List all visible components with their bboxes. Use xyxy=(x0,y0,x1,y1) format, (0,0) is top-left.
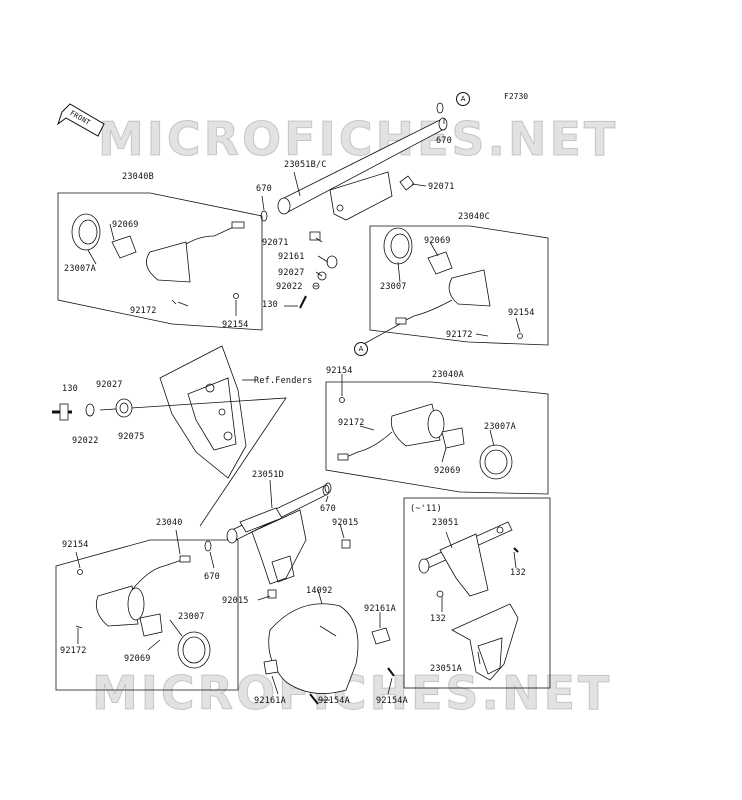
label-92069: 92069 xyxy=(434,466,461,476)
label-23007: 23007 xyxy=(380,282,407,292)
label-92154a: 92154A xyxy=(376,696,408,706)
label-92027: 92027 xyxy=(278,268,305,278)
label-92172: 92172 xyxy=(130,306,157,316)
label-92172: 92172 xyxy=(446,330,473,340)
label-23007a: 23007A xyxy=(64,264,96,274)
label-92015: 92015 xyxy=(332,518,359,528)
label-92161: 92161 xyxy=(278,252,305,262)
front-bracket-assembly xyxy=(277,117,448,221)
label-670: 670 xyxy=(436,136,452,146)
group-box-23040a xyxy=(325,381,549,495)
label-92172: 92172 xyxy=(338,418,365,428)
label-92071: 92071 xyxy=(428,182,455,192)
label-ref-fenders: Ref.Fenders xyxy=(254,376,313,386)
label-23007: 23007 xyxy=(178,612,205,622)
label-23051a: 23051A xyxy=(430,664,462,674)
label-92069: 92069 xyxy=(112,220,139,230)
label-92154a: 92154A xyxy=(318,696,350,706)
ref-marker-top: A xyxy=(456,92,470,106)
label-23040c: 23040C xyxy=(458,212,490,222)
group-box-23040b xyxy=(57,192,263,331)
label-132: 132 xyxy=(430,614,446,624)
label-92069: 92069 xyxy=(124,654,151,664)
variant-bracket-23051a xyxy=(451,603,519,681)
cover-14092 xyxy=(268,603,359,694)
label-92172: 92172 xyxy=(60,646,87,656)
label-130: 130 xyxy=(62,384,78,394)
label-23051d: 23051D xyxy=(252,470,284,480)
label-92154: 92154 xyxy=(222,320,249,330)
label-670: 670 xyxy=(204,572,220,582)
label-92154: 92154 xyxy=(62,540,89,550)
label-92161a: 92161A xyxy=(254,696,286,706)
label-130: 130 xyxy=(262,300,278,310)
group-box-23040c xyxy=(369,225,549,346)
label-92015: 92015 xyxy=(222,596,249,606)
label-23051: 23051 xyxy=(432,518,459,528)
rear-bracket-23051d xyxy=(226,484,330,585)
label-92027: 92027 xyxy=(96,380,123,390)
label-23051bc: 23051B/C xyxy=(284,160,327,170)
figure-code: F2730 xyxy=(504,92,529,101)
variant-bracket-23051 xyxy=(418,521,519,598)
label-92022: 92022 xyxy=(276,282,303,292)
turn-signal-23040 xyxy=(95,555,211,669)
label-23040a: 23040A xyxy=(432,370,464,380)
watermark-top: MICROFICHES.NET xyxy=(97,112,619,167)
label-variant-note: (~'11) xyxy=(410,504,442,514)
label-14092: 14092 xyxy=(306,586,333,596)
group-box-23040 xyxy=(55,539,239,691)
label-92022: 92022 xyxy=(72,436,99,446)
ref-marker-bottom: A xyxy=(354,342,368,356)
label-92161a: 92161A xyxy=(364,604,396,614)
label-92154: 92154 xyxy=(326,366,353,376)
fender-ref-bracket xyxy=(159,345,247,479)
turn-signal-23040a xyxy=(337,403,513,480)
label-92069: 92069 xyxy=(424,236,451,246)
label-23007a: 23007A xyxy=(484,422,516,432)
label-92075: 92075 xyxy=(118,432,145,442)
label-670: 670 xyxy=(256,184,272,194)
front-arrow-icon xyxy=(57,103,105,137)
group-box-variant xyxy=(403,497,551,689)
label-23040: 23040 xyxy=(156,518,183,528)
label-92154: 92154 xyxy=(508,308,535,318)
label-23040b: 23040B xyxy=(122,172,154,182)
label-92071: 92071 xyxy=(262,238,289,248)
label-132: 132 xyxy=(510,568,526,578)
label-670: 670 xyxy=(320,504,336,514)
turn-signal-23040b xyxy=(71,213,245,283)
